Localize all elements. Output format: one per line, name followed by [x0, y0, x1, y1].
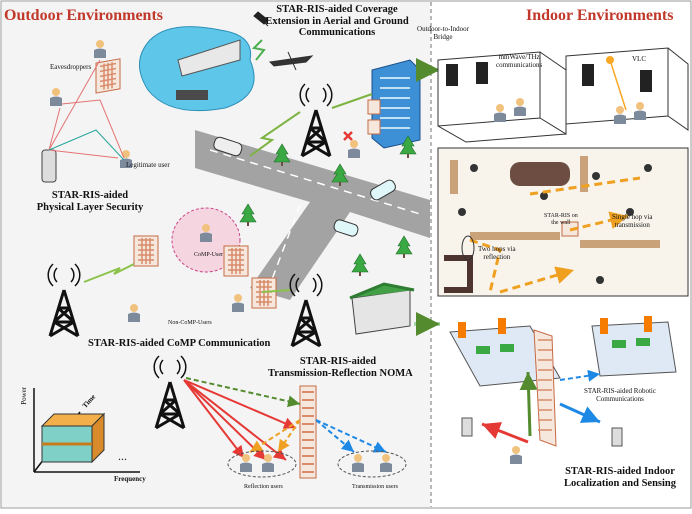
- single-hop-line2: transmission: [614, 220, 650, 229]
- pls-title-line2: Physical Layer Security: [36, 201, 144, 213]
- mmwave-label: mmWave/THz communications: [496, 53, 543, 69]
- car-2-icon: [370, 179, 396, 201]
- coverage-title-line2: Extension in Aerial and Ground: [265, 15, 409, 27]
- star-ris-wall-line2: the wall: [551, 219, 571, 226]
- transmission-users-group: [337, 450, 407, 478]
- o2i-line2: Bridge: [433, 32, 453, 41]
- robotic-label: STAR-RIS-aided Robotic Communications: [584, 387, 656, 403]
- noma-title-line1: STAR-RIS-aided: [299, 356, 377, 367]
- noma-reflection-arrows: [183, 379, 297, 461]
- noma-title: STAR-RIS-aided Transmission-Reflection N…: [268, 356, 413, 379]
- pls-title: STAR-RIS-aided Physical Layer Security: [20, 190, 160, 213]
- resource-grid: [33, 388, 140, 473]
- localization-title: STAR-RIS-aided Indoor Localization and S…: [550, 466, 690, 489]
- indoor-section-title: Indoor Environments: [526, 7, 674, 24]
- resource-ellipsis: ...: [118, 449, 127, 463]
- star-ris-wall-label: STAR-RIS on the wall: [544, 213, 578, 226]
- power-axis-label: Power: [20, 386, 29, 405]
- two-hops-label: Two hops via reflection: [478, 245, 516, 261]
- comp-ris-right: [223, 245, 249, 277]
- office-building: [371, 59, 421, 149]
- satellite-icon: [253, 11, 269, 27]
- noma-ris: [299, 385, 317, 479]
- coverage-title: STAR-RIS-aided Coverage Extension in Aer…: [262, 4, 412, 39]
- indoor-room-1: [437, 51, 567, 143]
- reflection-users-group: [227, 450, 297, 478]
- comp-ris-left: [133, 235, 159, 267]
- localization-title-line1: STAR-RIS-aided Indoor: [565, 466, 675, 477]
- noma-title-line2: Transmission-Reflection NOMA: [268, 367, 413, 379]
- ship: [177, 39, 241, 77]
- localization-title-line2: Localization and Sensing: [563, 477, 677, 489]
- robotic-line2: Communications: [596, 394, 644, 403]
- submarine: [176, 90, 208, 100]
- robotic-factory: [449, 316, 677, 464]
- reflection-users-label: Reflection users: [244, 484, 283, 490]
- two-hops-line2: reflection: [483, 252, 511, 261]
- pls-scene: [41, 40, 132, 183]
- coverage-title-line3: Communications: [298, 27, 376, 39]
- blocked-link-icon: [343, 131, 353, 141]
- car-1-icon: [213, 136, 243, 157]
- transmission-users-label: Transmission users: [352, 484, 398, 490]
- comp-title: STAR-RIS-aided CoMP Communication: [88, 338, 271, 349]
- mmwave-line2: communications: [496, 60, 543, 69]
- o2i-bridge-label: Outdoor-to-Indoor Bridge: [410, 25, 476, 41]
- noma-direct-link: [185, 377, 301, 408]
- mmwave-line1: mmWave/THz: [498, 53, 540, 61]
- frequency-axis-label: Frequency: [114, 475, 146, 483]
- coverage-title-line1: STAR-RIS-aided Coverage: [276, 4, 398, 15]
- office-floorplan: [437, 147, 689, 297]
- road: [195, 130, 430, 300]
- non-comp-users-label: Non-CoMP-Users: [168, 320, 212, 326]
- robotic-line1: STAR-RIS-aided Robotic: [584, 387, 656, 395]
- car-3-icon: [333, 219, 359, 237]
- airplane-icon: [268, 51, 314, 71]
- two-hops-line1: Two hops via: [478, 245, 516, 253]
- vlc-label: VLC: [632, 55, 646, 63]
- star-ris-wall-line1: STAR-RIS on: [544, 213, 578, 219]
- comp-ris-bottom: [251, 277, 277, 309]
- single-hop-line1: Single hop via: [612, 213, 653, 221]
- outdoor-section-title: Outdoor Environments: [4, 7, 163, 24]
- indoor-room-2: [565, 47, 689, 131]
- eavesdroppers-label: Eavesdroppers: [50, 63, 92, 71]
- o2i-line1: Outdoor-to-Indoor: [417, 25, 469, 33]
- comp-user-label: CoMP-User: [194, 252, 224, 258]
- single-hop-label: Single hop via transmission: [612, 213, 653, 229]
- pls-title-line1: STAR-RIS-aided: [51, 190, 129, 201]
- legitimate-user-label: Legitimate user: [126, 161, 170, 169]
